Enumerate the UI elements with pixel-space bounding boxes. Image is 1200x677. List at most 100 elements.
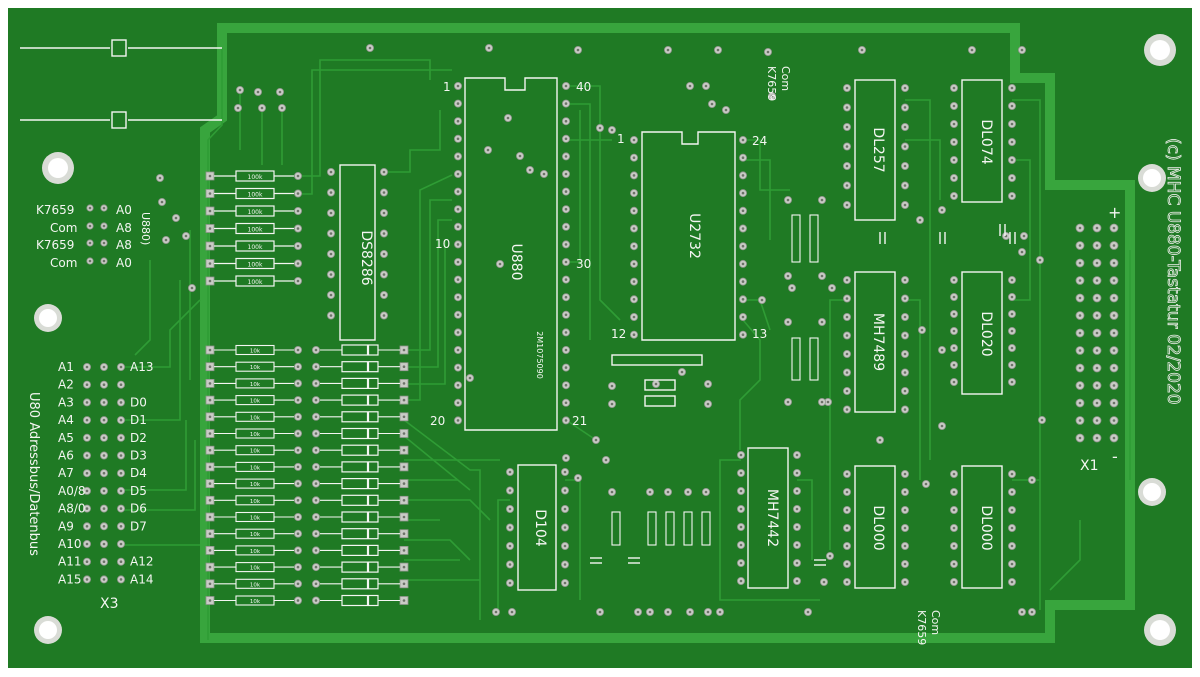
via-hole xyxy=(402,482,406,485)
via-hole xyxy=(564,119,568,123)
jumper-row-2-left: Com xyxy=(50,221,77,235)
via-hole xyxy=(940,208,944,212)
via-hole xyxy=(686,490,690,494)
via-hole xyxy=(296,227,300,230)
via-hole xyxy=(208,262,212,265)
via-hole xyxy=(770,94,774,98)
via-hole xyxy=(190,286,194,290)
via-hole xyxy=(632,333,636,337)
via-hole xyxy=(382,273,386,276)
via-hole xyxy=(830,286,834,290)
via-hole xyxy=(563,507,567,511)
via-hole xyxy=(564,313,568,317)
via-hole xyxy=(102,383,106,387)
resistor-body xyxy=(235,240,275,252)
u880-pin-10: 10 xyxy=(435,237,450,251)
via-hole xyxy=(564,84,568,88)
via-hole xyxy=(208,209,212,213)
via-hole xyxy=(1112,314,1116,317)
trace xyxy=(121,280,181,421)
via-hole xyxy=(382,252,386,256)
via-hole xyxy=(208,348,212,352)
via-hole xyxy=(1112,244,1116,247)
resistor-body xyxy=(791,337,801,381)
resistor-value: 10k xyxy=(250,499,261,505)
via-hole xyxy=(528,168,532,172)
via-hole xyxy=(1010,295,1014,299)
via-hole xyxy=(1010,312,1014,316)
via-hole xyxy=(636,610,640,614)
x3-left-label: A2 xyxy=(58,378,74,392)
via-hole xyxy=(952,562,956,566)
via-hole xyxy=(508,507,512,511)
via-hole xyxy=(564,243,568,246)
via-hole xyxy=(208,549,212,552)
via-hole xyxy=(903,544,907,548)
via-hole xyxy=(208,565,212,569)
via-hole xyxy=(1078,296,1082,300)
via-hole xyxy=(102,365,106,369)
via-hole xyxy=(564,366,568,369)
via-hole xyxy=(826,400,830,404)
resistor-value: 100k xyxy=(248,227,263,234)
resistor-body xyxy=(235,461,275,472)
via-hole xyxy=(102,206,106,210)
resistor-body xyxy=(235,361,275,372)
via-hole xyxy=(845,315,849,319)
via-hole xyxy=(102,224,106,228)
resistor-value: 100k xyxy=(248,244,263,251)
via-hole xyxy=(456,190,460,193)
via-hole xyxy=(564,456,568,460)
via-hole xyxy=(402,465,406,469)
via-hole xyxy=(845,164,849,168)
trace xyxy=(404,499,491,521)
via-hole xyxy=(845,408,849,411)
via-hole xyxy=(795,453,799,457)
via-hole xyxy=(563,581,567,585)
via-hole xyxy=(542,172,546,176)
via-hole xyxy=(456,119,460,123)
via-hole xyxy=(952,295,956,299)
via-hole xyxy=(1112,279,1116,282)
via-hole xyxy=(786,400,790,404)
resistor-value: 10k xyxy=(250,382,261,388)
via-hole xyxy=(820,320,824,324)
jumper-bottom-k7659: K7659 xyxy=(915,610,928,645)
via-hole xyxy=(845,544,849,548)
x3-left-label: A0/8 xyxy=(58,484,86,498)
via-hole xyxy=(208,532,212,535)
via-hole xyxy=(88,206,92,210)
via-hole xyxy=(1095,401,1099,405)
trace xyxy=(403,435,471,491)
via-hole xyxy=(845,297,849,300)
via-hole xyxy=(456,102,460,105)
via-hole xyxy=(174,216,178,220)
via-hole xyxy=(296,515,300,519)
via-hole xyxy=(1095,226,1099,230)
via-hole xyxy=(102,436,106,440)
via-hole xyxy=(741,174,745,177)
via-hole xyxy=(296,262,300,265)
via-hole xyxy=(903,278,907,282)
x3-right-label: A14 xyxy=(130,572,153,586)
x3-left-label: A15 xyxy=(58,572,81,586)
via-hole xyxy=(564,190,568,193)
via-hole xyxy=(508,489,512,492)
via-hole xyxy=(1078,314,1082,317)
via-hole xyxy=(598,610,602,614)
via-hole xyxy=(564,225,568,229)
resistor-value: 10k xyxy=(250,415,261,421)
via-hole xyxy=(564,137,568,141)
trace xyxy=(404,539,471,561)
resistor-value: 100k xyxy=(248,262,263,269)
via-hole xyxy=(1010,544,1014,548)
resistor-body xyxy=(701,511,711,546)
via-hole xyxy=(564,331,568,334)
x3-right-label: D2 xyxy=(130,431,147,445)
diode-body xyxy=(341,561,379,573)
x3-right-label: D0 xyxy=(130,395,147,409)
trace xyxy=(121,440,196,511)
via-hole xyxy=(1095,314,1099,317)
via-hole xyxy=(329,211,333,215)
via-hole xyxy=(564,207,568,211)
